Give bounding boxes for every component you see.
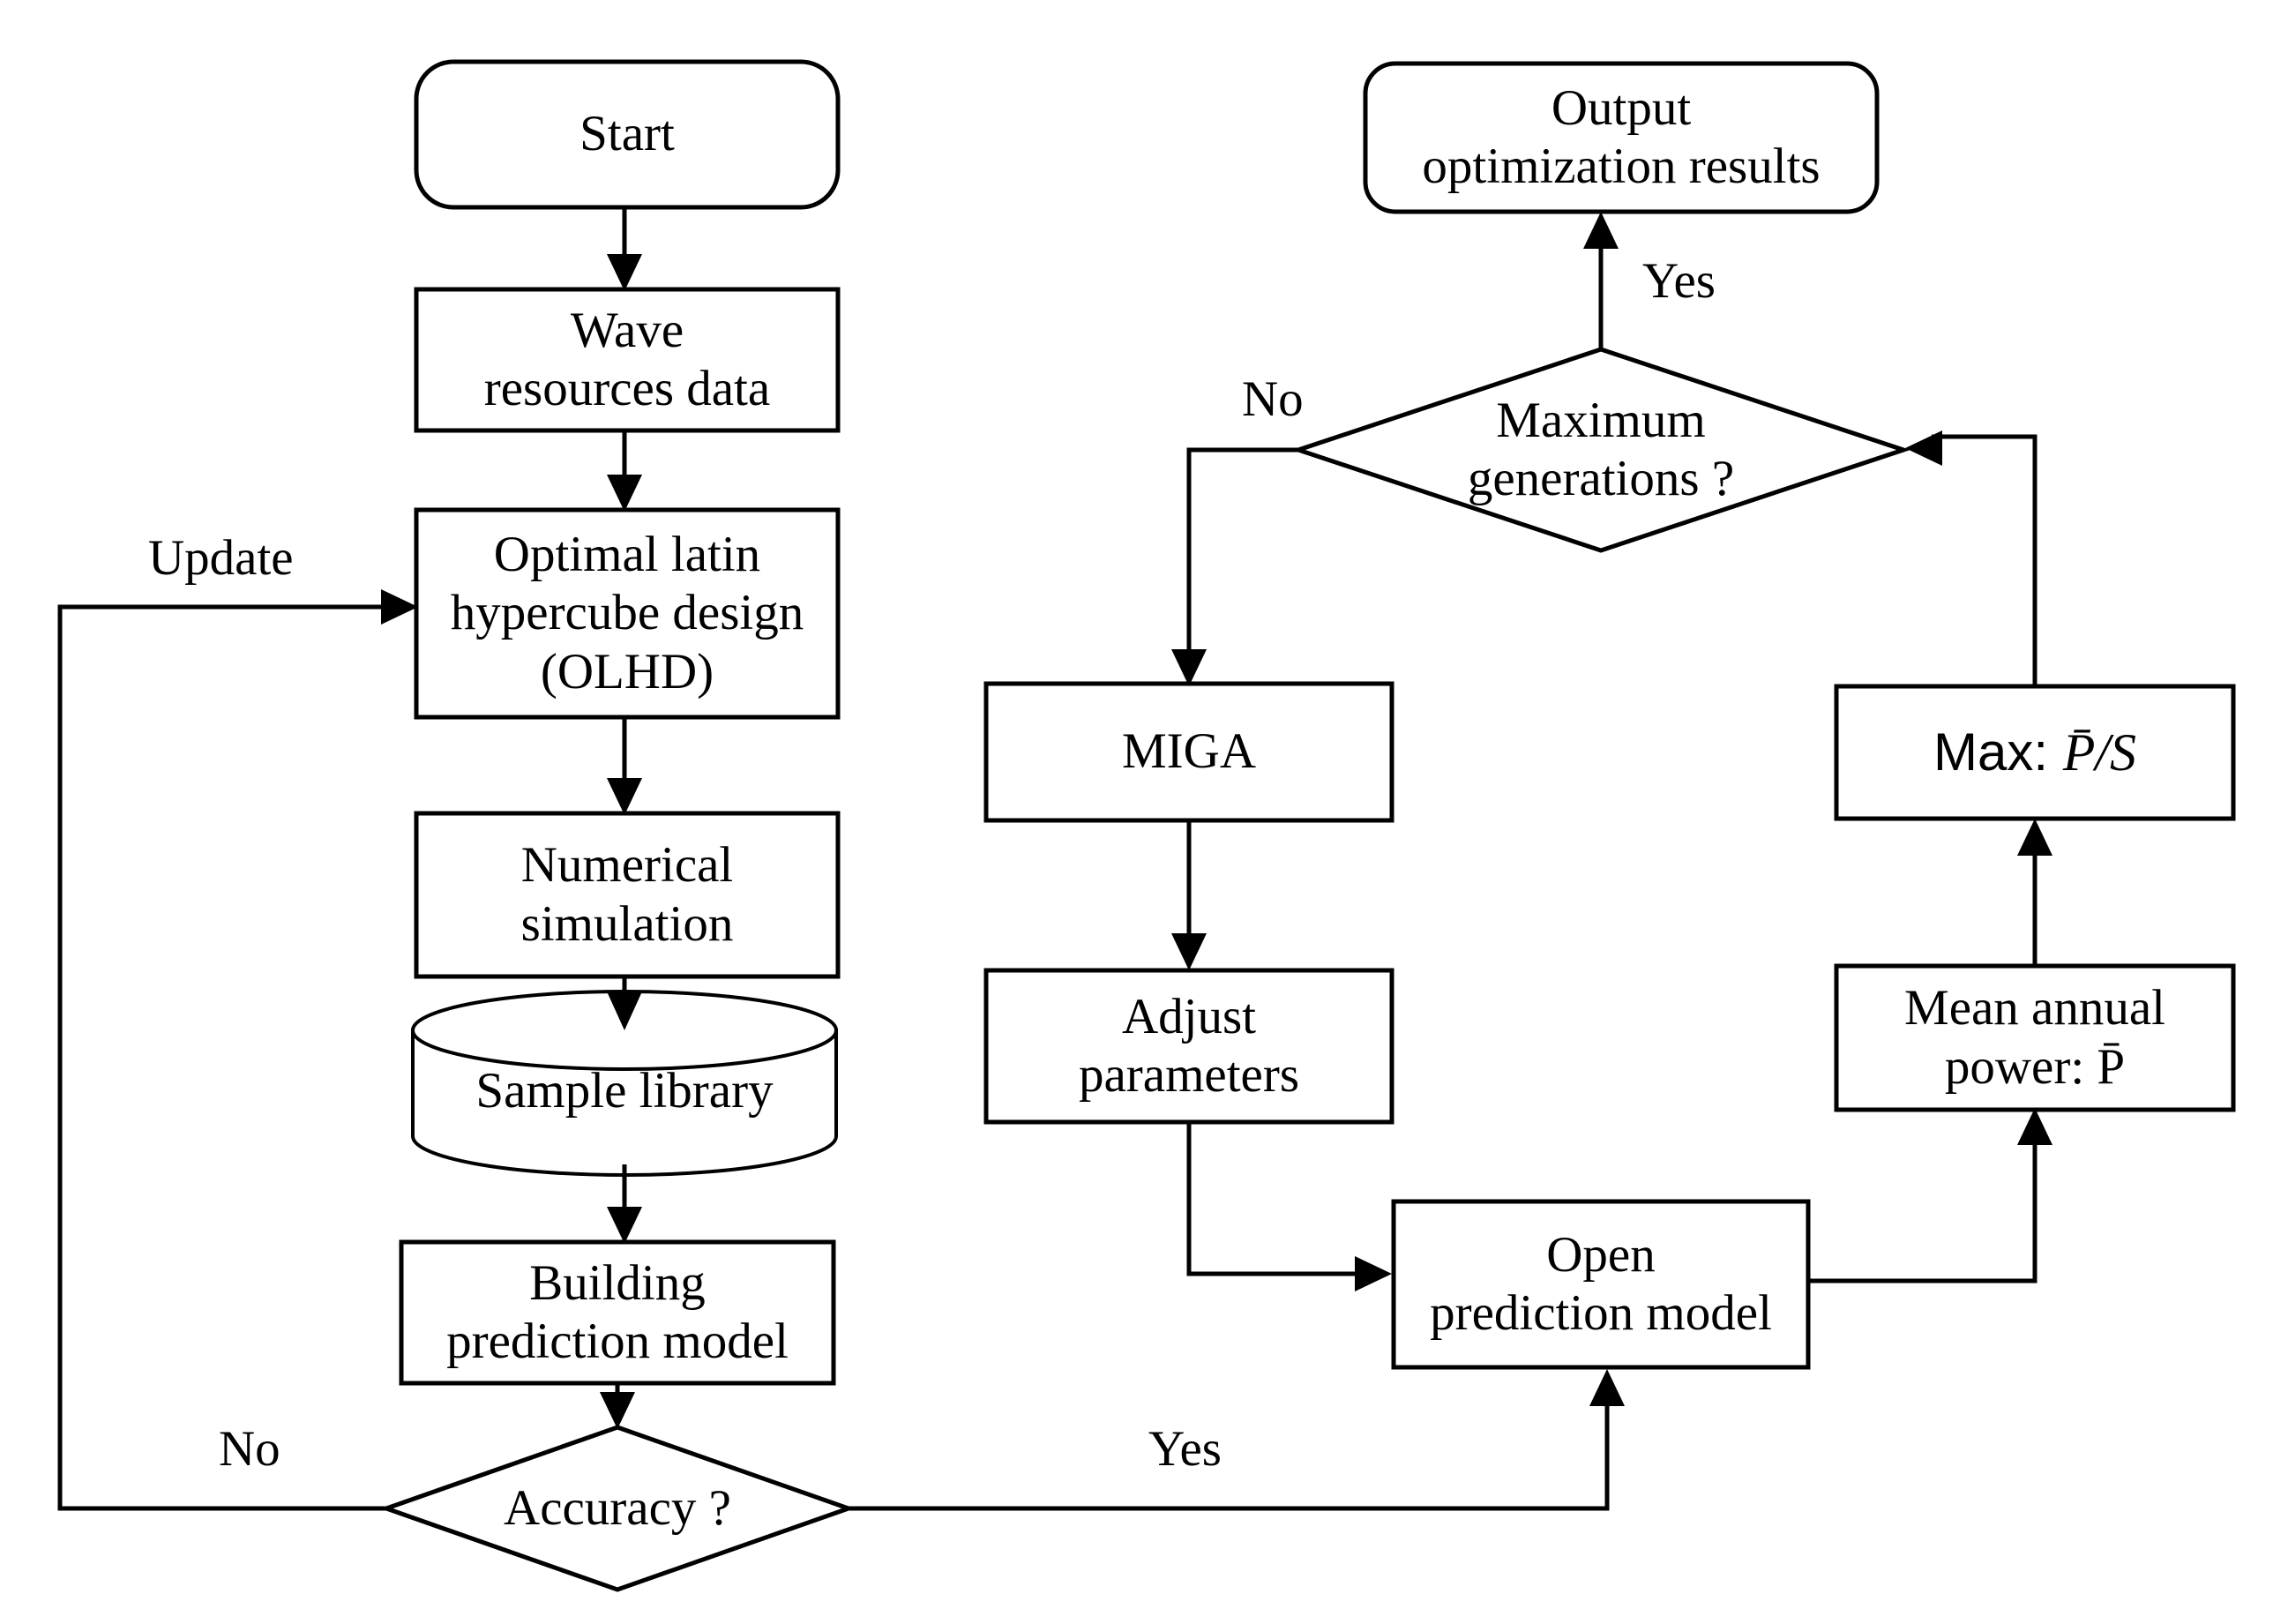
node-start-shape[interactable]	[414, 59, 841, 210]
edge-mean-annual-power-to-max-objective	[2017, 819, 2052, 966]
node-miga-shape[interactable]	[983, 681, 1394, 823]
edge-sample-library-to-building-prediction-model	[607, 1164, 642, 1244]
node-olhd-shape[interactable]	[414, 507, 841, 720]
edge-building-prediction-model-to-accuracy	[600, 1383, 635, 1429]
edge-label-accuracy-no: No	[219, 1421, 280, 1477]
edge-miga-to-adjust-parameters	[1171, 820, 1207, 970]
edge-numerical-simulation-to-sample-library	[607, 977, 642, 1030]
edge-label-accuracy-yes: Yes	[1148, 1421, 1222, 1477]
edge-accuracy-yes-to-open-prediction-model	[849, 1369, 1625, 1511]
edge-label-generations-no: No	[1242, 371, 1304, 427]
node-wave-resources-shape[interactable]	[414, 287, 841, 433]
node-numerical-simulation-shape[interactable]	[414, 811, 841, 979]
edge-maximum-generations-yes-to-output-results	[1583, 212, 1619, 349]
edge-max-objective-to-maximum-generations	[1905, 430, 2038, 686]
node-accuracy-shape[interactable]	[379, 1425, 856, 1592]
node-open-prediction-model-shape[interactable]	[1391, 1199, 1811, 1370]
edge-start-to-wave-resources	[607, 207, 642, 291]
node-maximum-generations-shape[interactable]	[1291, 347, 1910, 553]
node-output-results-shape[interactable]	[1363, 61, 1880, 214]
edge-adjust-parameters-to-open-prediction-model	[1186, 1122, 1392, 1291]
node-max-objective-shape[interactable]	[1834, 684, 2236, 821]
edge-wave-resources-to-olhd	[607, 430, 642, 512]
edge-olhd-to-numerical-simulation	[607, 717, 642, 815]
edge-open-prediction-model-to-mean-annual-power	[1808, 1108, 2052, 1283]
node-building-prediction-model-shape[interactable]	[399, 1239, 836, 1386]
edge-accuracy-no-update-to-olhd	[57, 589, 418, 1511]
node-mean-annual-power-shape[interactable]	[1834, 963, 2236, 1112]
node-adjust-parameters-shape[interactable]	[983, 968, 1394, 1125]
edge-label-update: Update	[148, 530, 294, 586]
edge-maximum-generations-no-to-miga	[1171, 447, 1298, 686]
edge-label-generations-yes: Yes	[1642, 253, 1716, 309]
